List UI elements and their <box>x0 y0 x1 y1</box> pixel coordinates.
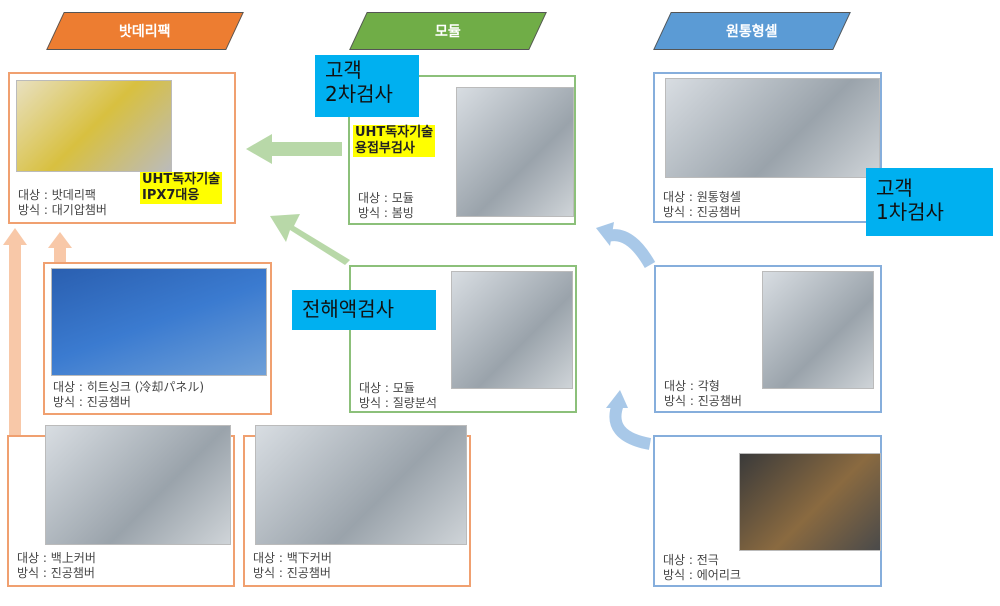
label: 대상 : 각형 <box>664 379 720 393</box>
label: 용접부검사 <box>355 141 415 156</box>
label: 모듈 <box>435 24 461 40</box>
label: 대상 : 백上커버 <box>17 551 96 565</box>
label: 방식 : 에어리크 <box>663 568 741 582</box>
label: 대상 : 밧데리팩 <box>18 188 96 202</box>
prismatic-machine-image <box>762 271 874 389</box>
header-module: 모듈 <box>349 12 547 50</box>
label: 방식 : 진공챔버 <box>53 395 131 409</box>
label: 1차검사 <box>876 200 944 224</box>
label: 방식 : 대기압챔버 <box>18 203 107 217</box>
label: 방식 : 질량분석 <box>359 396 437 410</box>
mass-spec-machine-image <box>451 271 573 389</box>
label: 고객 <box>876 176 913 200</box>
label: 대상 : 모듈 <box>358 191 414 205</box>
curved-arrows-blue <box>606 229 656 450</box>
label: 원통형셀 <box>726 24 778 40</box>
card-heatsink: 대상 : 히트싱크 (冷却パネル)방식 : 진공챔버 <box>43 262 272 415</box>
label: 방식 : 진공챔버 <box>664 394 742 408</box>
label: 밧데리팩 <box>119 24 171 40</box>
label: 고객 <box>325 58 362 82</box>
label: 방식 : 진공챔버 <box>253 566 331 580</box>
callout-electrolyte-inspection: 전해액검사 <box>292 290 436 330</box>
label: 대상 : 전극 <box>663 553 719 567</box>
up-arrows-orange <box>3 228 72 435</box>
module-machine-image <box>456 87 574 217</box>
upper-cover-machine-image <box>45 425 231 545</box>
label: 대상 : 백下커버 <box>253 551 332 565</box>
heatsink-machine-image <box>51 268 267 376</box>
label: IPX7대응 <box>142 188 200 203</box>
header-cylindrical-cell: 원통형셀 <box>653 12 851 50</box>
label: 방식 : 진공챔버 <box>663 205 741 219</box>
label: UHT독자기술 <box>355 125 434 140</box>
cylindrical-machine-image <box>665 78 880 178</box>
header-battery-pack: 밧데리팩 <box>46 12 244 50</box>
label: UHT독자기술 <box>142 172 221 187</box>
label: 방식 : 봄빙 <box>358 206 414 220</box>
left-arrows-green <box>246 134 350 265</box>
battery-pack-machine-image <box>16 80 172 172</box>
label: 2차검사 <box>325 82 393 106</box>
electrode-image <box>739 453 881 551</box>
label: 방식 : 진공챔버 <box>17 566 95 580</box>
label: 대상 : 원통형셀 <box>663 190 741 204</box>
lower-cover-machine-image <box>255 425 467 545</box>
label: 대상 : 모듈 <box>359 381 415 395</box>
label: 대상 : 히트싱크 (冷却パネル) <box>53 380 205 394</box>
